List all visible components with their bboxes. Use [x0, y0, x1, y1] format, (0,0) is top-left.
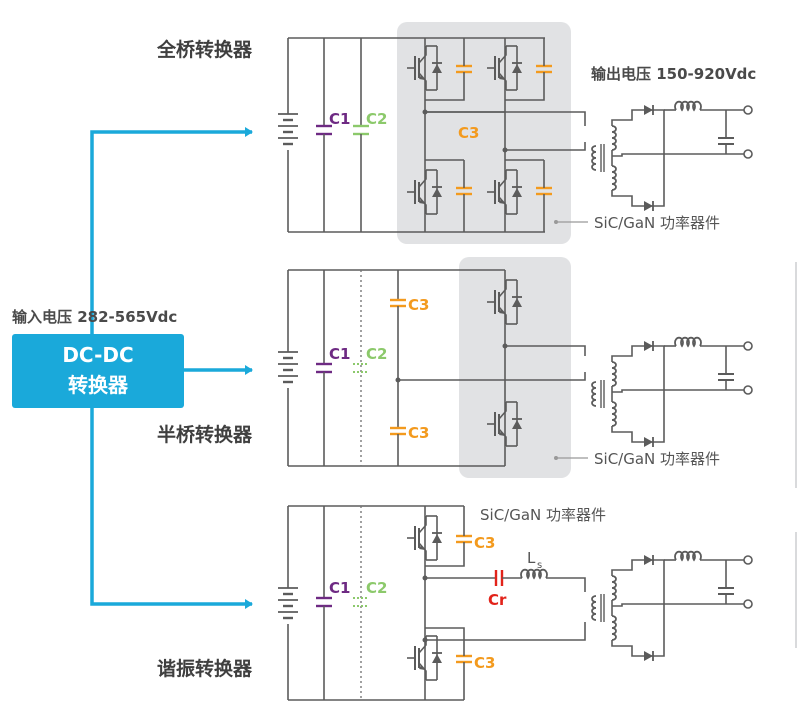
full-bridge-device-label: SiC/GaN 功率器件: [594, 214, 720, 232]
resonant-cr-label: Cr: [488, 591, 507, 609]
rectifier-output-stage: [591, 100, 753, 212]
resonant-ls-subscript: s: [537, 560, 542, 571]
half-bridge-c3-bottom-label: C3: [408, 424, 429, 442]
full-bridge-title: 全桥转换器: [156, 38, 253, 61]
dc-source-icon: [276, 350, 300, 384]
dc-dc-label-line2: 转换器: [68, 373, 129, 397]
input-routing: [90, 127, 253, 609]
dc-source-icon: [276, 112, 300, 146]
full-bridge-c2-label: C2: [366, 110, 387, 128]
half-bridge-c1-label: C1: [329, 345, 350, 363]
resonant-c3-top-label: C3: [474, 534, 495, 552]
dc-dc-converter-box: [12, 334, 184, 408]
half-bridge-device-shade: [459, 257, 571, 478]
resonant-c3-bottom-label: C3: [474, 654, 495, 672]
rectifier-output-stage: [591, 550, 753, 662]
dc-source-icon: [276, 586, 300, 620]
resonant-converter: 谐振转换器 C1 C2 C3 C3: [157, 505, 753, 701]
resonant-c1-label: C1: [329, 579, 350, 597]
full-bridge-device-shade: [397, 22, 571, 244]
resonant-ls-label: L: [527, 549, 536, 567]
dc-dc-label-line1: DC-DC: [62, 343, 133, 367]
resonant-c2-label: C2: [366, 579, 387, 597]
half-bridge-c2-label: C2: [366, 345, 387, 363]
half-bridge-device-label: SiC/GaN 功率器件: [594, 450, 720, 468]
half-bridge-c3-top-label: C3: [408, 296, 429, 314]
full-bridge-c1-label: C1: [329, 110, 350, 128]
resonant-device-label: SiC/GaN 功率器件: [480, 506, 606, 524]
resonant-title: 谐振转换器: [157, 657, 253, 680]
half-bridge-title: 半桥转换器: [157, 423, 253, 446]
half-bridge-converter: 半桥转换器 C1 C2 C3 C3 SiC/: [157, 257, 753, 478]
full-bridge-c3-label: C3: [458, 124, 479, 142]
output-voltage-label: 输出电压 150-920Vdc: [591, 65, 756, 83]
full-bridge-converter: 全桥转换器 C1 C2: [156, 22, 756, 244]
input-voltage-label: 输入电压 282-565Vdc: [12, 308, 177, 326]
rectifier-output-stage: [591, 336, 753, 448]
